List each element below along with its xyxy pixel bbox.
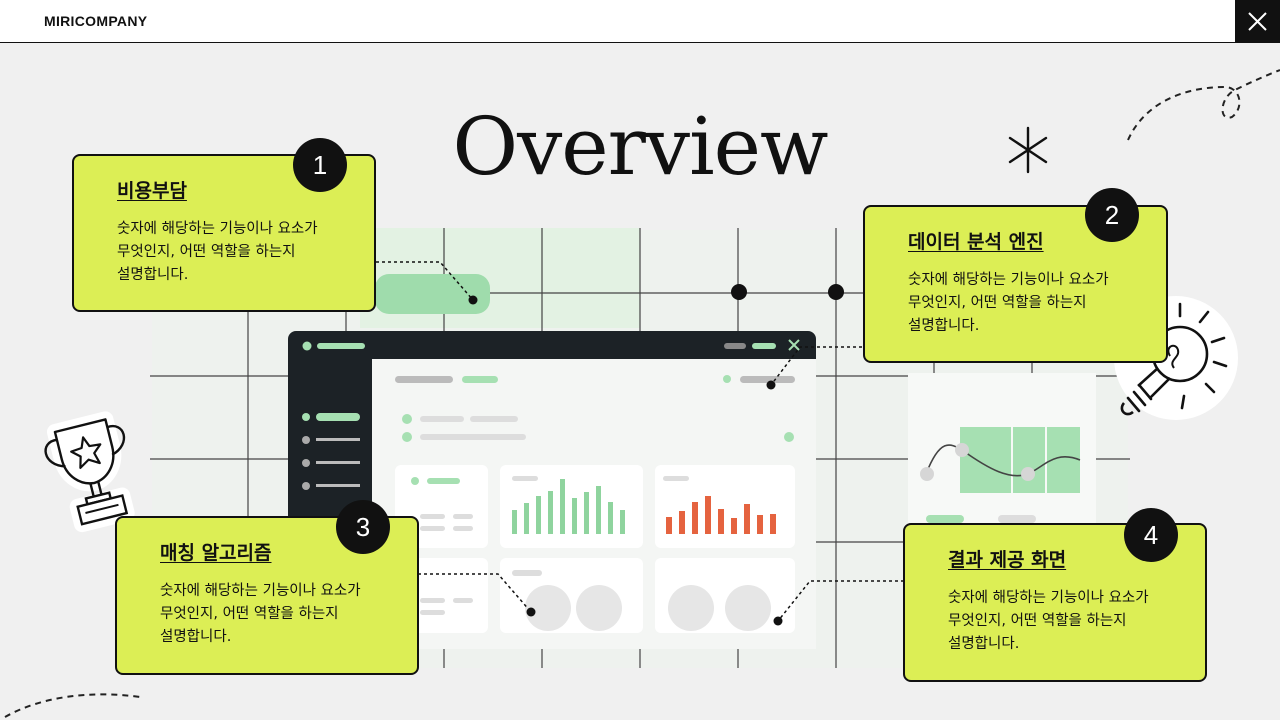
dashed-curve-top-right [1127,69,1280,141]
feature-card-4: 결과 제공 화면 숫자에 해당하는 기능이나 요소가 무엇인지, 어떤 역할을 … [903,523,1207,682]
close-button[interactable] [1235,0,1280,43]
card-description: 숫자에 해당하는 기능이나 요소가 무엇인지, 어떤 역할을 하는지 설명합니다… [948,590,1149,652]
step-badge-2: 2 [1085,188,1139,242]
card-description: 숫자에 해당하는 기능이나 요소가 무엇인지, 어떤 역할을 하는지 설명합니다… [160,583,361,645]
card-description: 숫자에 해당하는 기능이나 요소가 무엇인지, 어떤 역할을 하는지 설명합니다… [117,221,318,283]
step-badge-1: 1 [293,138,347,192]
card-title: 비용부담 [117,180,187,202]
feature-card-2: 데이터 분석 엔진 숫자에 해당하는 기능이나 요소가 무엇인지, 어떤 역할을… [863,205,1168,363]
sparkle-icon [1008,126,1048,174]
card-title: 결과 제공 화면 [948,549,1067,571]
top-bar: MIRICOMPANY [0,0,1280,43]
card-description: 숫자에 해당하는 기능이나 요소가 무엇인지, 어떤 역할을 하는지 설명합니다… [908,272,1109,334]
trophy-icon [44,411,135,533]
close-icon [1248,12,1267,31]
page-title: Overview [452,100,829,193]
step-badge-4: 4 [1124,508,1178,562]
brand-logo[interactable]: MIRICOMPANY [44,13,148,29]
card-title: 매칭 알고리즘 [160,542,272,564]
dashed-curve-bottom-left [4,693,141,718]
card-title: 데이터 분석 엔진 [908,231,1044,253]
step-badge-3: 3 [336,500,390,554]
red-bar-chart [666,496,776,534]
green-bar-chart [512,479,625,534]
dashboard-illustration [150,228,1130,670]
